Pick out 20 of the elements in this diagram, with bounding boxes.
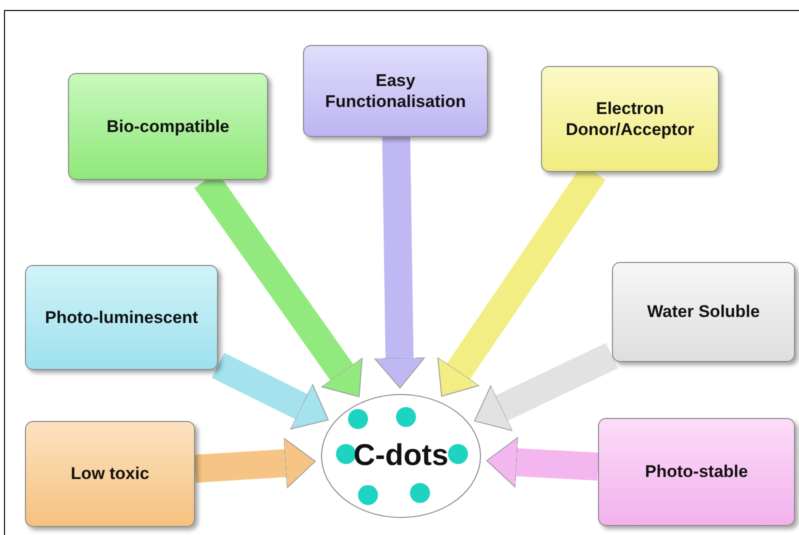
node-label: Low toxic bbox=[70, 463, 150, 485]
node-label: Bio-compatible bbox=[106, 116, 230, 138]
property-box bbox=[598, 418, 795, 526]
block-arrow bbox=[374, 136, 426, 388]
block-arrow bbox=[474, 342, 618, 432]
node-label: Easy Functionalisation bbox=[324, 70, 467, 112]
node-title: C-dots bbox=[352, 438, 450, 474]
block-arrow bbox=[194, 438, 316, 489]
property-box bbox=[303, 45, 488, 137]
node-label: Water Soluble bbox=[646, 301, 761, 323]
property-box bbox=[25, 421, 195, 527]
block-arrow bbox=[212, 352, 329, 430]
property-box bbox=[25, 265, 218, 370]
property-box bbox=[541, 66, 719, 172]
property-box bbox=[612, 262, 795, 362]
node-label: Photo-luminescent bbox=[44, 306, 199, 328]
block-arrow bbox=[486, 436, 599, 488]
node-label: Electron Donor/Acceptor bbox=[564, 98, 696, 140]
property-box bbox=[68, 73, 268, 180]
node-label: Photo-stable bbox=[644, 461, 749, 483]
